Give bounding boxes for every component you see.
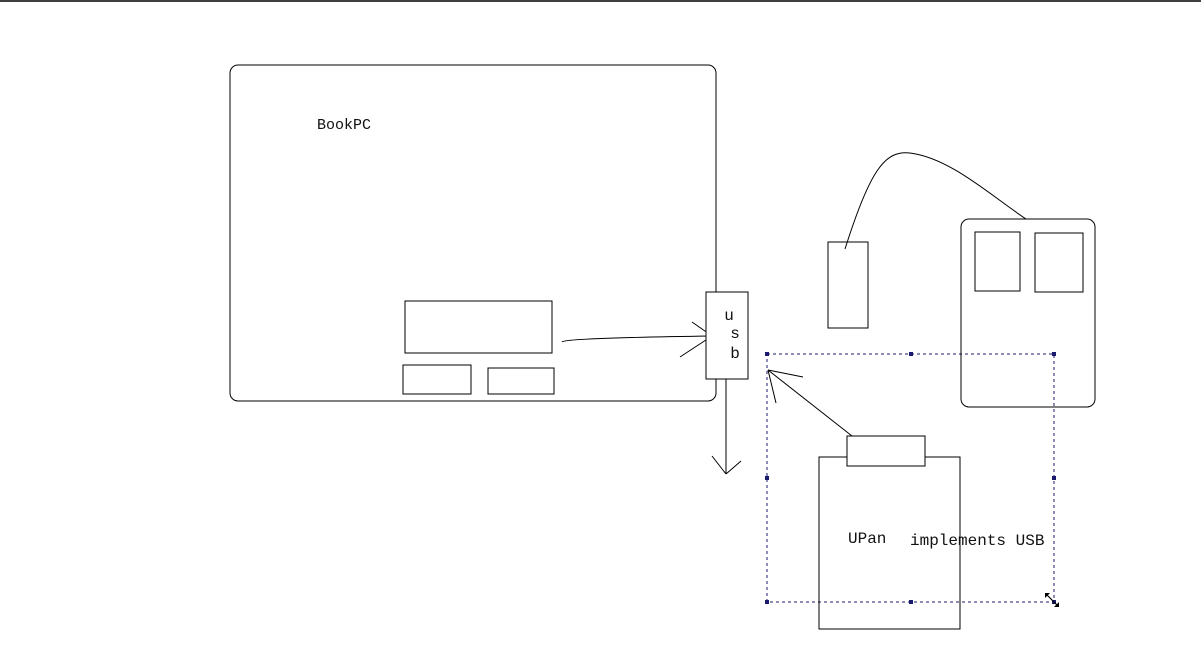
plug-box[interactable]: [827, 241, 869, 329]
usb-port-label-s: s: [730, 325, 740, 343]
upan-to-usb-arrow-line: [767, 369, 853, 437]
selection-handle-middle-left[interactable]: [765, 476, 769, 480]
selection-handle-bottom-middle[interactable]: [909, 600, 913, 604]
upan-to-usb-arrowhead-top: [767, 369, 804, 378]
selection-handle-top-right[interactable]: [1052, 352, 1056, 356]
usb-down-arrowhead-right: [725, 460, 742, 475]
selection-handle-top-left[interactable]: [765, 352, 769, 356]
selection-rectangle[interactable]: [766, 353, 1055, 603]
upan-connector[interactable]: [846, 435, 926, 467]
upan-to-usb-arrowhead-bottom: [767, 369, 777, 404]
selection-handle-bottom-left[interactable]: [765, 600, 769, 604]
implements-usb-label: implements USB: [910, 532, 1044, 550]
upan-label: UPan: [848, 530, 886, 548]
right-device-slot-right[interactable]: [1034, 232, 1084, 293]
usb-port-label-b: b: [730, 345, 740, 363]
bookpc-component-small-left[interactable]: [402, 364, 472, 395]
usb-port-label-u: u: [724, 307, 734, 325]
selection-handle-middle-right[interactable]: [1052, 476, 1056, 480]
usb-down-arrowhead-left: [711, 455, 727, 475]
usb-port-box[interactable]: [705, 291, 749, 380]
component-to-usb-arrow-line: [561, 335, 713, 343]
right-device-box[interactable]: [960, 218, 1096, 408]
bookpc-label: BookPC: [317, 117, 371, 134]
selection-handle-top-middle[interactable]: [909, 352, 913, 356]
resize-cursor-icon: [1045, 593, 1059, 607]
bookpc-box[interactable]: [229, 64, 717, 402]
bookpc-component-large[interactable]: [404, 300, 553, 354]
cable-curve: [844, 152, 1027, 250]
right-device-slot-left[interactable]: [974, 231, 1021, 292]
bookpc-component-small-right[interactable]: [487, 367, 555, 395]
